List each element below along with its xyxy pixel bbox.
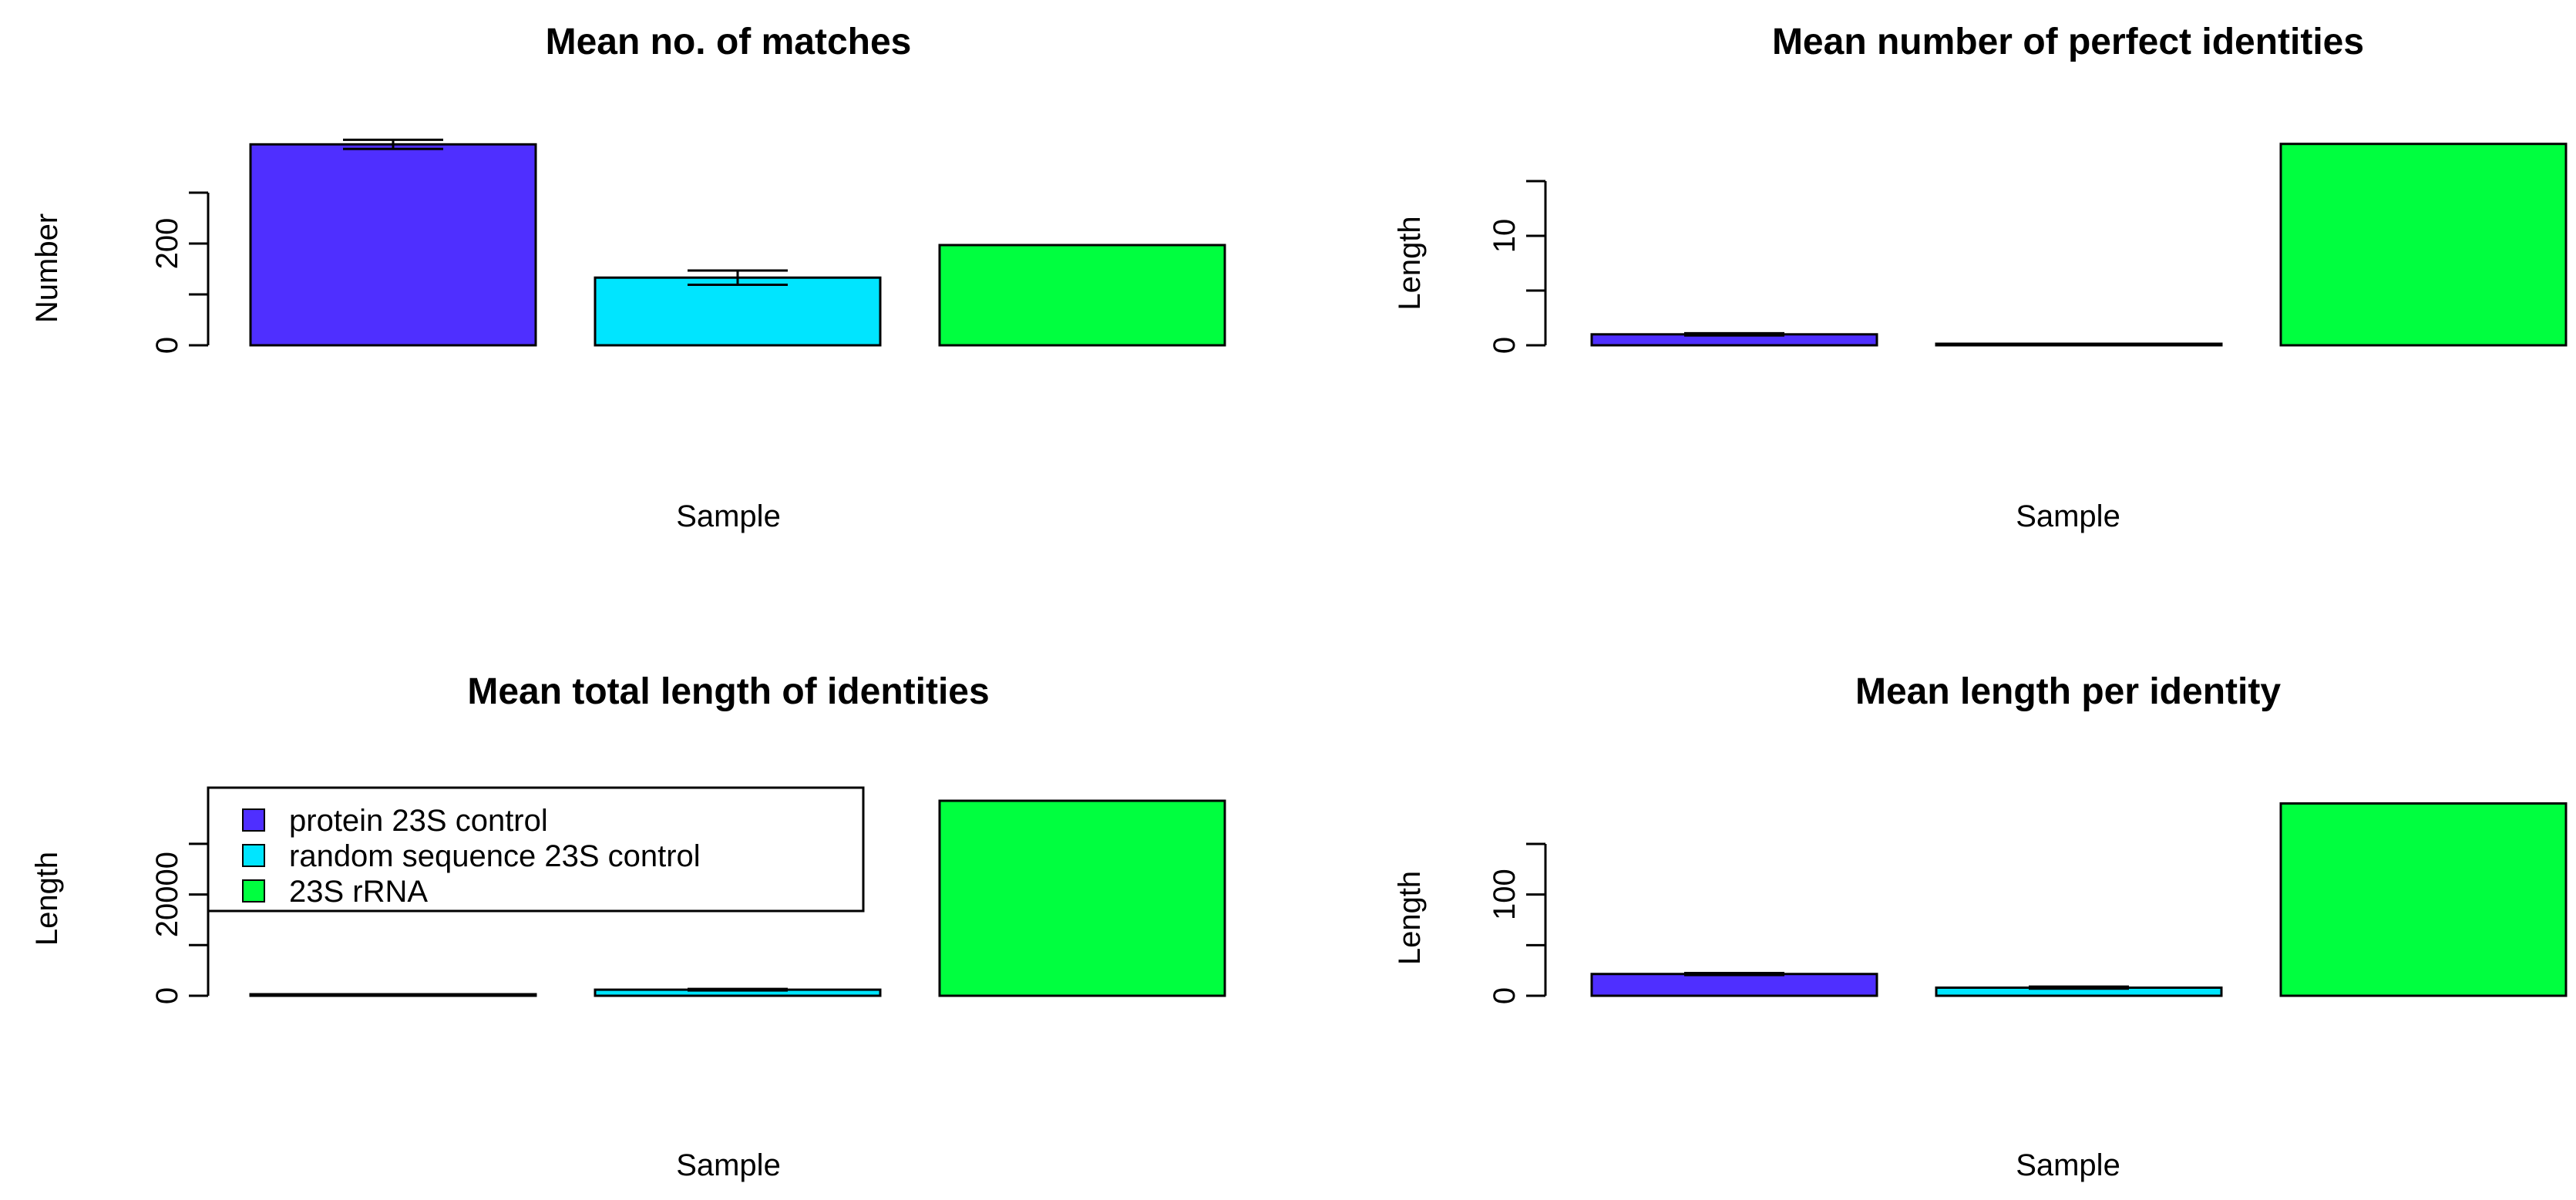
- x-axis-label: Sample: [2016, 499, 2120, 533]
- legend-swatch-3: [242, 879, 265, 903]
- legend-swatch-2: [242, 844, 265, 867]
- bar-3: [2279, 802, 2568, 997]
- bar-3: [938, 244, 1226, 347]
- y-tick-label: 200: [150, 218, 184, 270]
- y-axis-label: Length: [30, 852, 64, 946]
- y-tick-label: 0: [150, 987, 184, 1004]
- bar-3: [2279, 143, 2568, 347]
- chart-title: Mean total length of identities: [467, 671, 989, 712]
- bar-1: [249, 993, 537, 997]
- legend-label-1: protein 23S control: [289, 804, 548, 838]
- legend-label-2: random sequence 23S control: [289, 839, 701, 873]
- y-tick-label: 20000: [150, 852, 184, 937]
- x-axis-label: Sample: [676, 499, 781, 533]
- legend-label-3: 23S rRNA: [289, 875, 428, 909]
- y-tick-label: 0: [1488, 337, 1522, 354]
- bar-2: [1935, 342, 2223, 347]
- y-tick-label: 10: [1488, 219, 1522, 254]
- bar-3: [938, 799, 1226, 997]
- y-tick-label: 0: [150, 337, 184, 354]
- y-axis-label: Number: [30, 213, 64, 323]
- bar-2: [594, 276, 882, 347]
- x-axis-label: Sample: [2016, 1148, 2120, 1182]
- x-axis-label: Sample: [676, 1148, 781, 1182]
- y-tick-label: 0: [1488, 987, 1522, 1004]
- chart-title: Mean length per identity: [1855, 671, 2281, 712]
- y-axis-label: Length: [1393, 871, 1427, 965]
- legend-swatch-1: [242, 808, 265, 832]
- legend-box: [207, 786, 865, 913]
- bar-1: [249, 143, 537, 347]
- chart-title: Mean number of perfect identities: [1772, 22, 2364, 62]
- y-axis-label: Length: [1393, 216, 1427, 310]
- y-tick-label: 100: [1488, 869, 1522, 920]
- bar-1: [1590, 973, 1878, 997]
- chart-title: Mean no. of matches: [546, 22, 912, 62]
